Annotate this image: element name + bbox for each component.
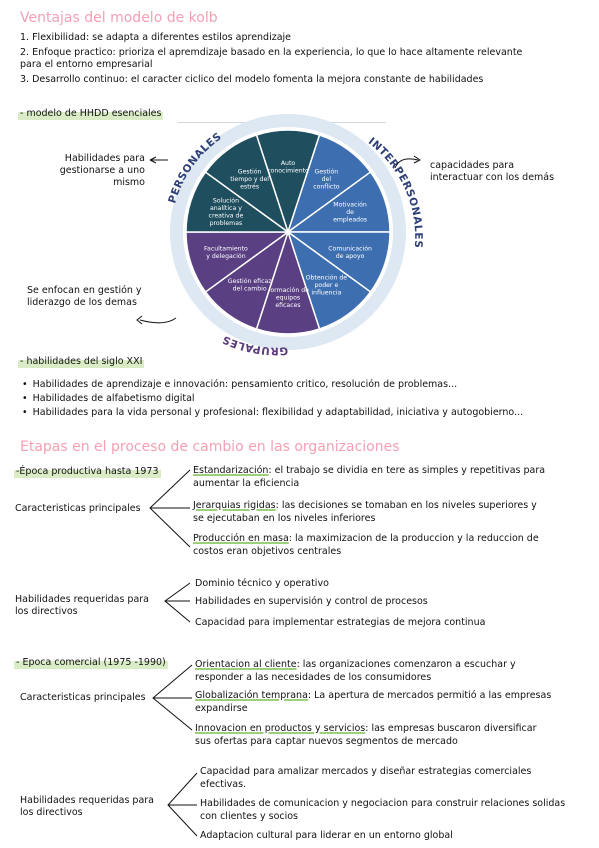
- com-h3: Adaptacion cultural para liderar en un e…: [200, 830, 453, 841]
- com-c3-l2: sus ofertas para captar nuevos segmentos…: [195, 736, 458, 747]
- arrow-left-2: [139, 317, 177, 324]
- note-personales: Habilidades para gestionarse a uno mismo: [59, 153, 145, 188]
- prod-c1: Estandarización: el trabajo se dividia e…: [193, 465, 546, 476]
- hhdd-heading: - modelo de HHDD esenciales: [18, 108, 164, 120]
- com-hab-label: Habilidades requeridas para los directiv…: [20, 795, 154, 818]
- prod-c3-l2: costos eran objetivos centrales: [193, 546, 342, 557]
- prod-car-label: Caracteristicas principales: [15, 503, 141, 514]
- wheel-segment: [204, 134, 290, 234]
- prod-c2: Jerarquias rigidas: las decisiones se to…: [193, 500, 537, 511]
- kolb-line-3: para el entorno empresarial: [20, 59, 153, 70]
- brace-prod-hab: [164, 582, 191, 623]
- prod-c2-l2: se ejecutaban en los niveles inferiores: [193, 513, 376, 524]
- com-c3: Innovacion en productos y servicios: las…: [195, 723, 537, 734]
- arrow-left-1-head: [149, 156, 157, 164]
- kolb-line-4: 3. Desarrollo continuo: el caracter cicl…: [20, 74, 484, 85]
- com-c2: Globalización temprana: La apertura de m…: [195, 690, 552, 701]
- com-h2-l2: con clientes y socios: [200, 811, 299, 822]
- kolb-line-2: 2. Enfoque practico: prioriza el apremdi…: [20, 47, 523, 58]
- note-grupales: Se enfocan en gestión y liderazgo de los…: [27, 285, 142, 308]
- arrow-left-2-head: [136, 315, 143, 325]
- etapas-title: Etapas en el proceso de cambio en las or…: [20, 439, 400, 455]
- prod-h1: Dominio técnico y operativo: [195, 578, 329, 589]
- com-h1-l2: efectivas.: [200, 779, 247, 790]
- arrow-right-head: [413, 155, 421, 164]
- prod-c3: Producción en masa: la maximizacion de l…: [193, 533, 539, 544]
- com-c1: Orientacion al cliente: las organizacion…: [195, 659, 516, 670]
- siglo-bullet-1: Habilidades de aprendizaje e innovación:…: [22, 379, 458, 391]
- arrow-right: [394, 158, 419, 169]
- prod-heading: -Época productiva hasta 1973: [14, 466, 161, 478]
- note-interpersonales: capacidades para interactuar con los dem…: [430, 160, 555, 183]
- com-c1-l2: responder a las necesidades de los consu…: [195, 672, 432, 683]
- com-h1: Capacidad para amalizar mercados y diseñ…: [200, 766, 532, 777]
- prod-c1-l2: aumentar la eficiencia: [193, 478, 300, 489]
- kolb-title: Ventajas del modelo de kolb: [20, 10, 218, 26]
- siglo-heading: - habilidades del siglo XXI: [18, 356, 145, 368]
- prod-hab-label: Habilidades requeridas para los directiv…: [15, 594, 149, 617]
- siglo-bullet-2: Habilidades de alfabetismo digital: [22, 393, 195, 405]
- kolb-line-1: 1. Flexibilidad: se adapta a diferentes …: [20, 32, 292, 43]
- prod-h3: Capacidad para implementar estrategias d…: [195, 617, 486, 628]
- prod-h2: Habilidades en supervisión y control de …: [195, 596, 428, 607]
- com-car-label: Caracteristicas principales: [20, 692, 146, 703]
- com-h2: Habilidades de comunicacion y negociacio…: [200, 798, 566, 809]
- com-heading: - Epoca comercial (1975 -1990): [14, 657, 168, 669]
- siglo-bullet-3: Habilidades para la vida personal y prof…: [22, 407, 524, 419]
- com-c2-l2: expandirse: [195, 703, 248, 714]
